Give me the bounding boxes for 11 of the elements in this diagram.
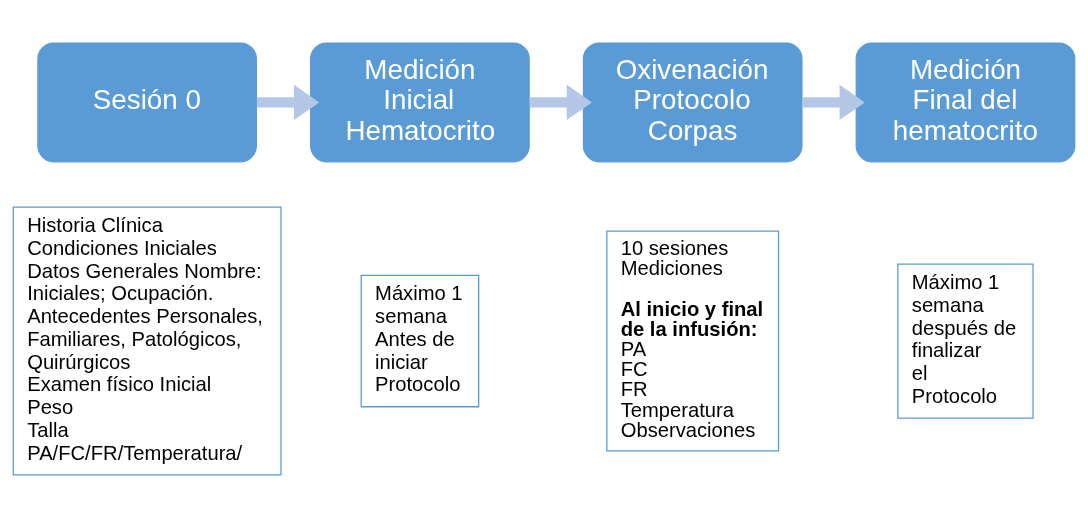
node-box: 10 sesiones Mediciones Al inicio y final de la infusión: PA FC FR Temperatura Observaciones [606, 230, 780, 452]
node-box: Historia Clínica Condiciones Iniciales Datos Generales Nombre: Iniciales; Ocupación. Antecedentes Personales, Familiares, Patológicos, Quirúrgicos Examen físico Inicial Peso Talla PA/FC/FR/Temperatura/ [12, 206, 282, 476]
node-box: Máximo 1 semana Antes de iniciar Protocolo [360, 274, 480, 408]
node-box: Sesión 0 [37, 42, 257, 163]
node-box: Máximo 1 semana después de finalizar el Protocolo [897, 263, 1034, 419]
arrow [256, 84, 320, 121]
node-box: Medición Final del hematocrito [855, 42, 1076, 163]
node-box: Oxivenación Protocolo Corpas [582, 42, 803, 163]
node-box: Medición Inicial Hematocrito [310, 42, 530, 163]
arrow [529, 84, 592, 121]
arrow [802, 84, 865, 121]
